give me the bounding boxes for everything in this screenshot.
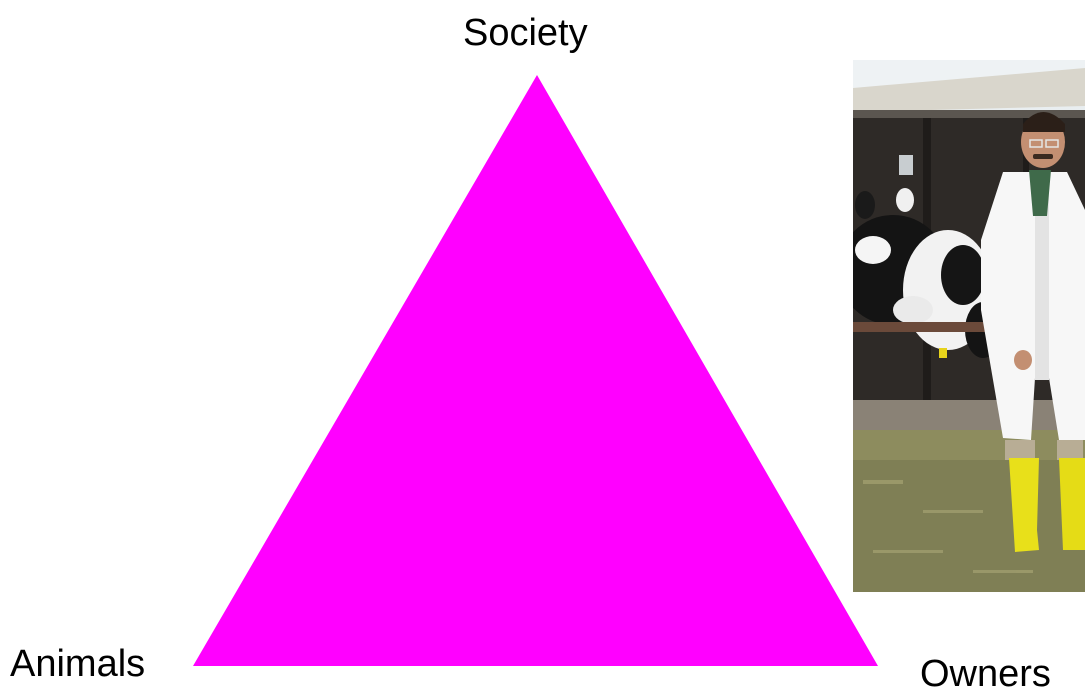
- label-animals: Animals: [10, 645, 145, 683]
- label-society: Society: [463, 14, 588, 52]
- triangle-shape: [193, 75, 878, 666]
- label-owners: Owners: [920, 655, 1051, 693]
- photo-illustration: [853, 60, 1085, 592]
- photo-veterinarian-with-cows: [853, 60, 1085, 592]
